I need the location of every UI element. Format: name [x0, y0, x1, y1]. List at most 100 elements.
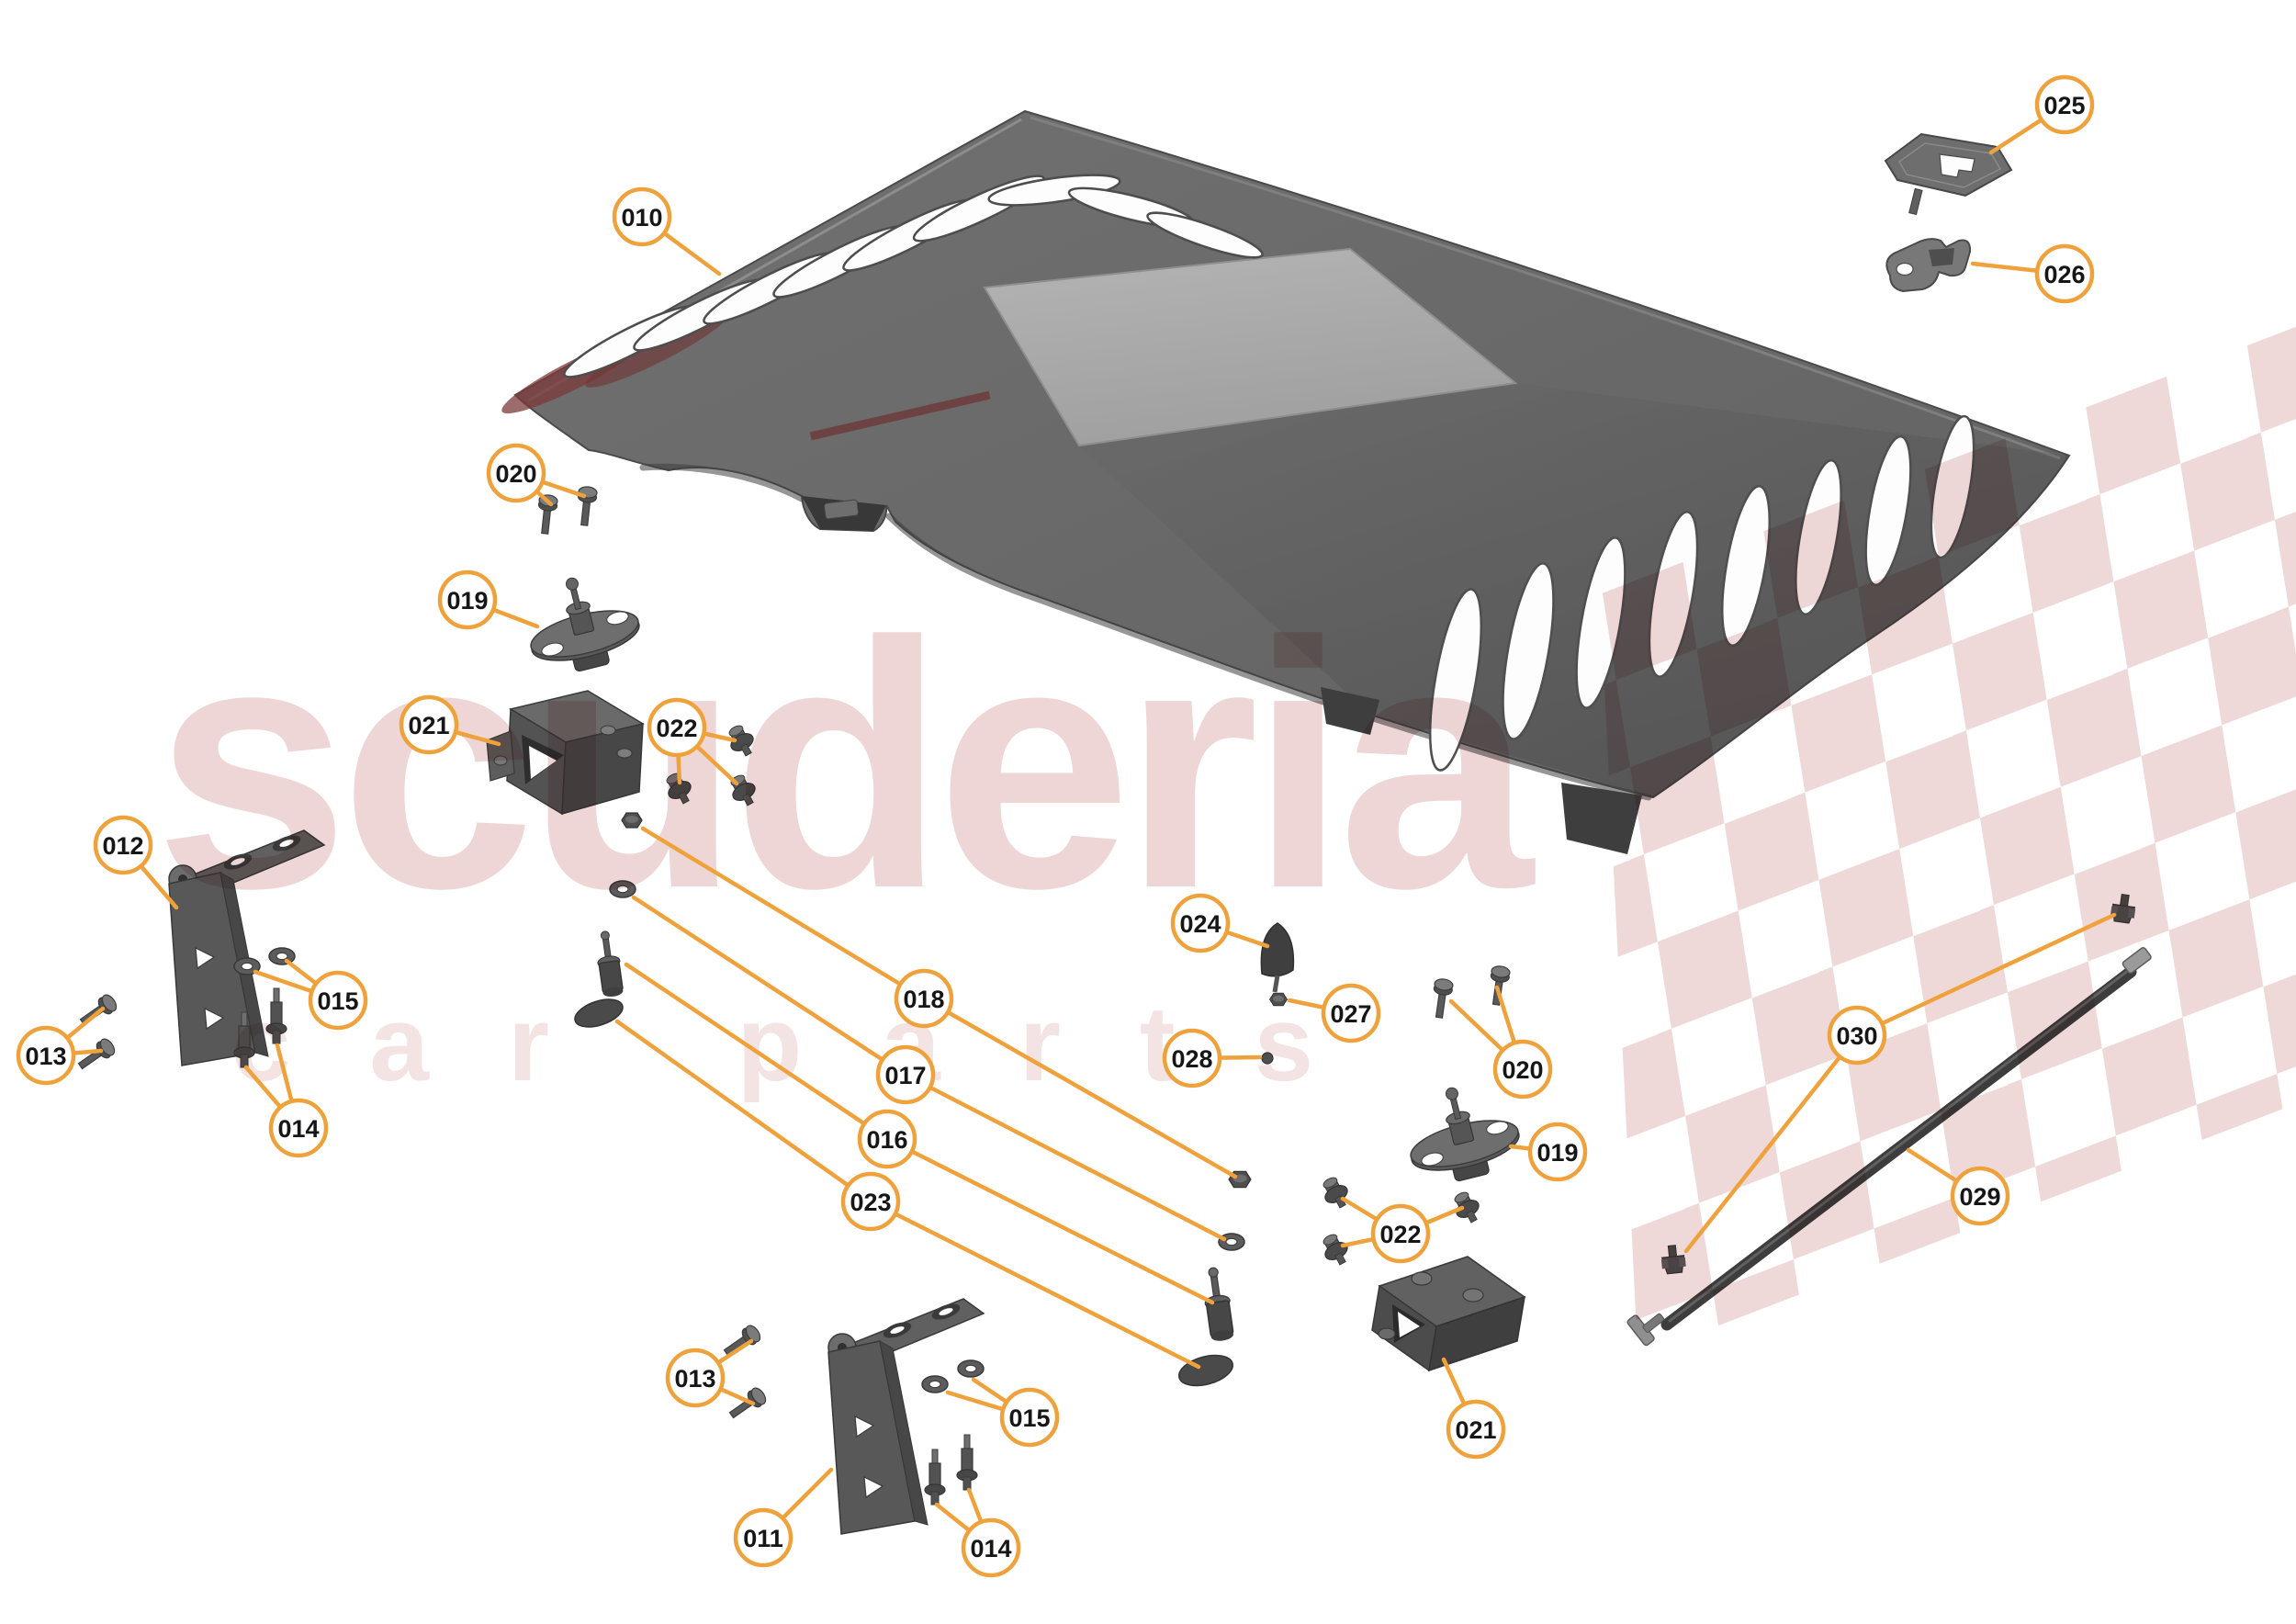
- callout-number: 019: [1536, 1139, 1578, 1167]
- callout-circle[interactable]: [1370, 1203, 1431, 1264]
- callout-circle[interactable]: [437, 570, 498, 630]
- callout-circle[interactable]: [16, 1025, 76, 1086]
- callout-019[interactable]: 019: [1527, 1122, 1588, 1182]
- callout-021[interactable]: 021: [1446, 1399, 1506, 1460]
- callout-number: 030: [1836, 1022, 1877, 1050]
- vent-slot: [1146, 211, 1264, 259]
- callout-circle[interactable]: [647, 697, 707, 758]
- leader-line-016: [884, 1136, 1215, 1305]
- callout-number: 013: [25, 1043, 66, 1070]
- callout-circle[interactable]: [733, 1507, 793, 1568]
- callout-number: 013: [674, 1365, 715, 1393]
- callout-012[interactable]: 012: [93, 815, 153, 875]
- callout-number: 019: [446, 587, 488, 615]
- callout-027[interactable]: 027: [1321, 983, 1381, 1043]
- callout-025[interactable]: 025: [2034, 74, 2095, 135]
- callout-014[interactable]: 014: [961, 1517, 1021, 1578]
- callout-circle[interactable]: [875, 1044, 936, 1105]
- callout-number: 027: [1330, 1000, 1371, 1028]
- callout-circle[interactable]: [999, 1387, 1060, 1448]
- callout-circle[interactable]: [1170, 893, 1231, 953]
- callout-circle[interactable]: [2034, 243, 2095, 304]
- callout-020[interactable]: 020: [486, 443, 546, 503]
- callout-026[interactable]: 026: [2034, 243, 2095, 304]
- callout-014[interactable]: 014: [268, 1098, 329, 1158]
- callout-number: 026: [2043, 261, 2085, 288]
- callout-016[interactable]: 016: [857, 1109, 917, 1169]
- callout-number: 014: [277, 1115, 319, 1143]
- callout-number: 017: [884, 1062, 926, 1089]
- callout-number: 012: [102, 832, 143, 860]
- callout-number: 021: [1455, 1416, 1496, 1444]
- leader-line-018: [640, 826, 927, 1001]
- callout-number: 015: [317, 987, 358, 1015]
- callout-circle[interactable]: [399, 694, 459, 755]
- callout-circle[interactable]: [894, 968, 954, 1029]
- leader-line-018: [921, 996, 1238, 1179]
- callout-024[interactable]: 024: [1170, 893, 1231, 953]
- callout-circle[interactable]: [612, 186, 672, 247]
- vent-slot: [987, 174, 1121, 207]
- callout-circle[interactable]: [268, 1098, 329, 1158]
- lock-escutcheon-025[interactable]: [1884, 132, 2013, 216]
- callout-number: 015: [1008, 1404, 1050, 1432]
- callout-015[interactable]: 015: [308, 970, 368, 1031]
- callout-number: 020: [495, 460, 536, 488]
- callout-circle[interactable]: [840, 1171, 901, 1232]
- callout-number: 022: [656, 715, 697, 742]
- bump-stop-stem: [1272, 975, 1280, 993]
- callout-circle[interactable]: [665, 1348, 726, 1408]
- callout-013[interactable]: 013: [665, 1348, 726, 1408]
- callout-number: 023: [850, 1189, 891, 1216]
- callout-number: 022: [1379, 1221, 1421, 1248]
- leader-line-023: [614, 1019, 873, 1204]
- catch-bracket-right[interactable]: [1371, 1256, 1526, 1372]
- callout-019[interactable]: 019: [437, 570, 498, 630]
- callout-029[interactable]: 029: [1950, 1166, 2010, 1226]
- callout-circle[interactable]: [2034, 74, 2095, 135]
- callout-circle[interactable]: [486, 443, 546, 503]
- callout-number: 016: [866, 1126, 907, 1154]
- callout-circle[interactable]: [961, 1517, 1021, 1578]
- callout-circle[interactable]: [1162, 1028, 1222, 1088]
- callout-021[interactable]: 021: [399, 694, 459, 755]
- leader-line-030: [1683, 1032, 1860, 1254]
- callout-011[interactable]: 011: [733, 1507, 793, 1568]
- hood-front-lip: [639, 463, 1652, 801]
- callout-number: 014: [970, 1535, 1011, 1562]
- leader-line-017: [631, 895, 908, 1077]
- hood-glass-window: [983, 247, 1518, 447]
- callout-028[interactable]: 028: [1162, 1028, 1222, 1088]
- callout-018[interactable]: 018: [894, 968, 954, 1029]
- leader-line-030: [1854, 912, 2117, 1038]
- callout-023[interactable]: 023: [840, 1171, 901, 1232]
- lock-hook-026[interactable]: [1885, 238, 1972, 293]
- callout-circle[interactable]: [1321, 983, 1381, 1043]
- leader-line-017: [903, 1072, 1227, 1242]
- callout-020[interactable]: 020: [1492, 1039, 1553, 1100]
- callout-022[interactable]: 022: [1370, 1203, 1431, 1264]
- callout-circle[interactable]: [857, 1109, 917, 1169]
- leader-line-016: [624, 962, 890, 1142]
- callout-circle[interactable]: [308, 970, 368, 1031]
- callout-number: 020: [1502, 1056, 1543, 1084]
- callout-number: 024: [1179, 910, 1221, 938]
- callout-number: 010: [621, 204, 662, 231]
- callout-017[interactable]: 017: [875, 1044, 936, 1105]
- callout-022[interactable]: 022: [647, 697, 707, 758]
- callout-circle[interactable]: [93, 815, 153, 875]
- callout-010[interactable]: 010: [612, 186, 672, 247]
- callout-number: 028: [1171, 1045, 1212, 1073]
- callout-030[interactable]: 030: [1827, 1005, 1887, 1066]
- hood-hinge-pocket: [802, 496, 886, 531]
- callout-013[interactable]: 013: [16, 1025, 76, 1086]
- vent-slot-row: [563, 174, 1264, 378]
- vent-oval: [1428, 588, 1483, 772]
- callout-number: 011: [743, 1525, 783, 1552]
- buffer-pad-left[interactable]: [571, 994, 625, 1032]
- callout-number: 021: [408, 712, 449, 739]
- callout-circle[interactable]: [1446, 1399, 1506, 1460]
- callout-015[interactable]: 015: [999, 1387, 1060, 1448]
